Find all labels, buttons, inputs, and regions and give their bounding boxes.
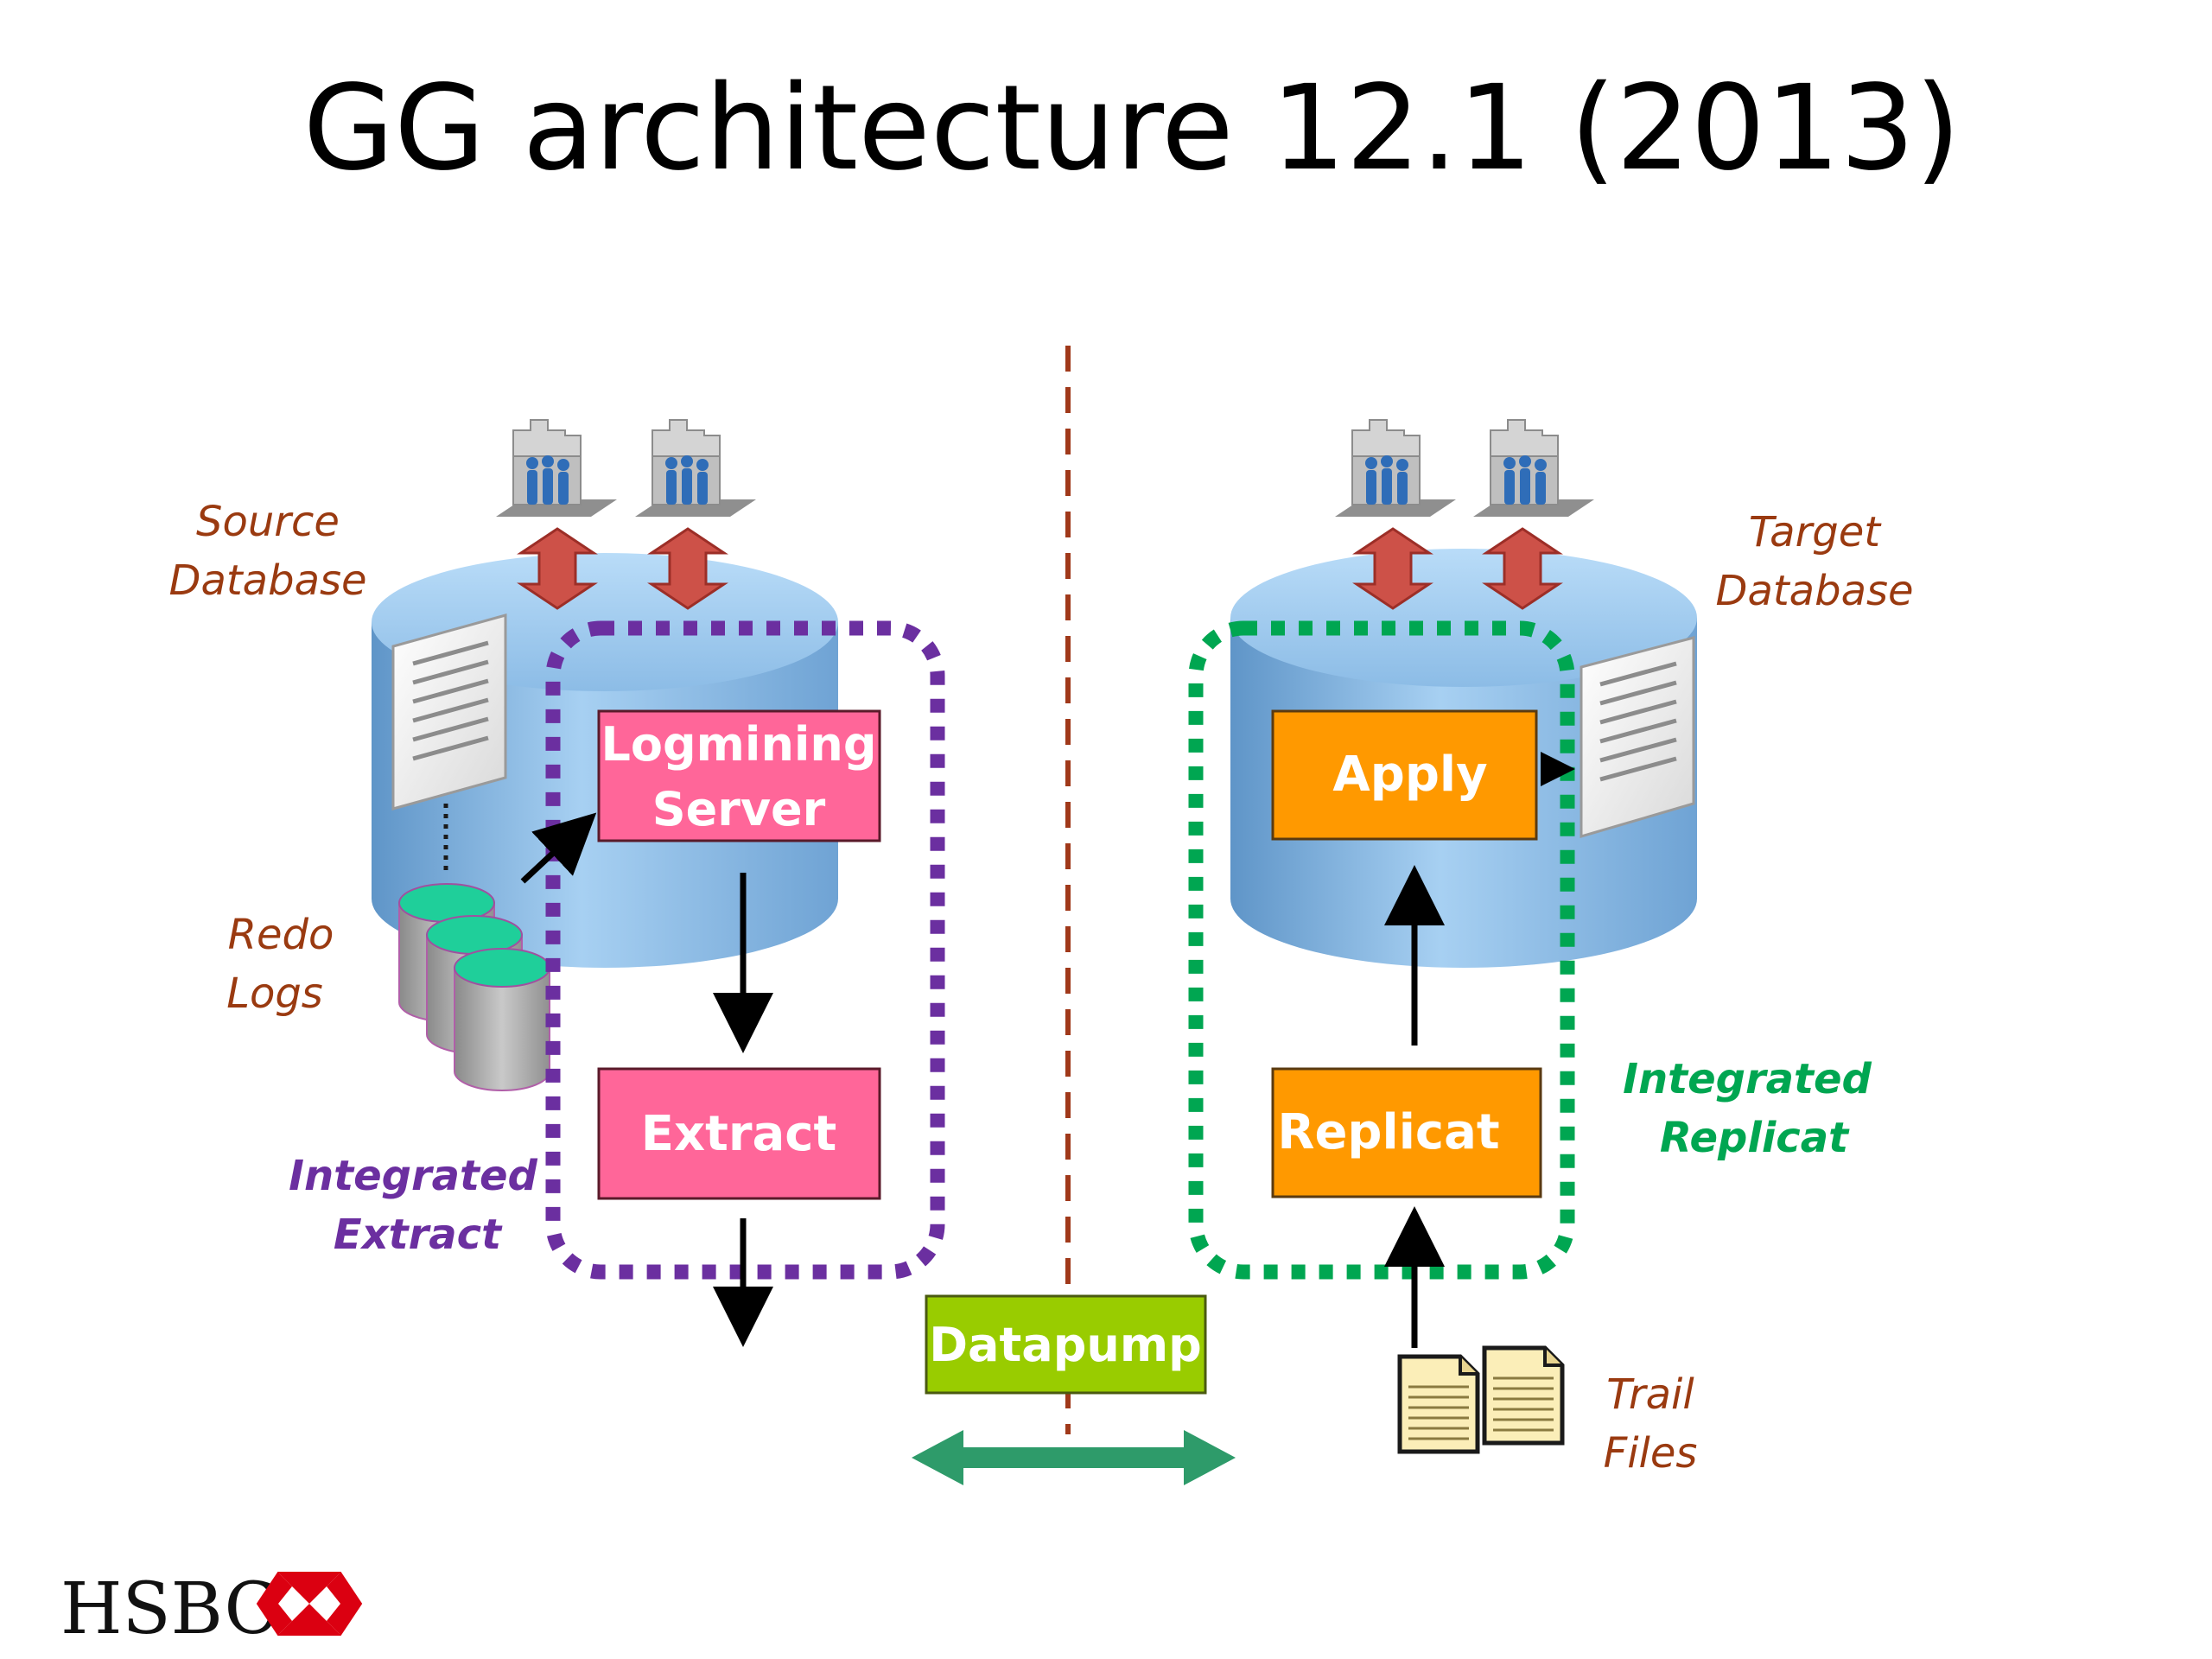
- svg-text:Source: Source: [196, 498, 340, 546]
- hsbc-logo-text: HSBC: [60, 1568, 278, 1650]
- redo-log-cylinder-icon: [398, 883, 550, 1091]
- trail-files-label: Trail Files: [1604, 1370, 1698, 1478]
- extract-label: Extract: [641, 1106, 837, 1162]
- svg-text:Extract: Extract: [334, 1211, 503, 1259]
- svg-text:Integrated: Integrated: [289, 1152, 537, 1200]
- svg-text:Trail: Trail: [1606, 1370, 1694, 1419]
- datapump-transfer-double-arrow: [912, 1430, 1236, 1485]
- svg-text:Files: Files: [1604, 1429, 1698, 1478]
- svg-text:Integrated: Integrated: [1623, 1055, 1872, 1103]
- svg-text:Database: Database: [168, 556, 366, 605]
- client-access-double-arrow: [517, 527, 598, 610]
- client-access-double-arrow: [1482, 527, 1563, 610]
- logmining-server-box: Logmining Server: [597, 709, 881, 842]
- hsbc-logo: HSBC: [60, 1568, 363, 1650]
- document-icon: [1580, 636, 1695, 839]
- svg-text:Target: Target: [1749, 508, 1882, 556]
- users-group-icon: [1334, 419, 1457, 518]
- users-group-icon: [1472, 419, 1595, 518]
- page-title: GG architecture 12.1 (2013): [303, 60, 1961, 197]
- replicat-box: Replicat: [1271, 1067, 1542, 1198]
- svg-text:Database: Database: [1715, 567, 1913, 615]
- redo-logs-label: Redo Logs: [226, 911, 334, 1018]
- integrated-replicat-boundary: [1188, 620, 1575, 1280]
- datapump-label: Datapump: [929, 1318, 1202, 1372]
- trail-file-icon: [1484, 1348, 1562, 1443]
- hsbc-hexagon-icon: [256, 1572, 363, 1636]
- replicat-label: Replicat: [1277, 1104, 1499, 1160]
- integrated-replicat-label: Integrated Replicat: [1623, 1055, 1872, 1162]
- document-icon: [391, 613, 507, 810]
- extract-box: Extract: [597, 1067, 881, 1200]
- client-access-double-arrow: [1352, 527, 1433, 610]
- redo-to-logmining-arrow: [520, 812, 597, 884]
- logmining-server-label-line2: Server: [652, 782, 826, 836]
- svg-text:Replicat: Replicat: [1660, 1114, 1850, 1162]
- trail-file-icon: [1400, 1357, 1478, 1452]
- apply-box: Apply: [1271, 709, 1538, 841]
- apply-label: Apply: [1332, 747, 1487, 803]
- integrated-extract-label: Integrated Extract: [289, 1152, 537, 1259]
- logmining-server-label-line1: Logmining: [601, 717, 877, 772]
- source-database-label: Source Database: [168, 498, 366, 605]
- target-database-label: Target Database: [1715, 508, 1913, 615]
- client-access-double-arrow: [647, 527, 728, 610]
- users-group-icon: [634, 419, 757, 518]
- integrated-extract-boundary: [545, 620, 945, 1280]
- datapump-box: Datapump: [925, 1294, 1207, 1395]
- users-group-icon: [495, 419, 618, 518]
- svg-text:Logs: Logs: [226, 969, 323, 1018]
- svg-text:Redo: Redo: [228, 911, 334, 959]
